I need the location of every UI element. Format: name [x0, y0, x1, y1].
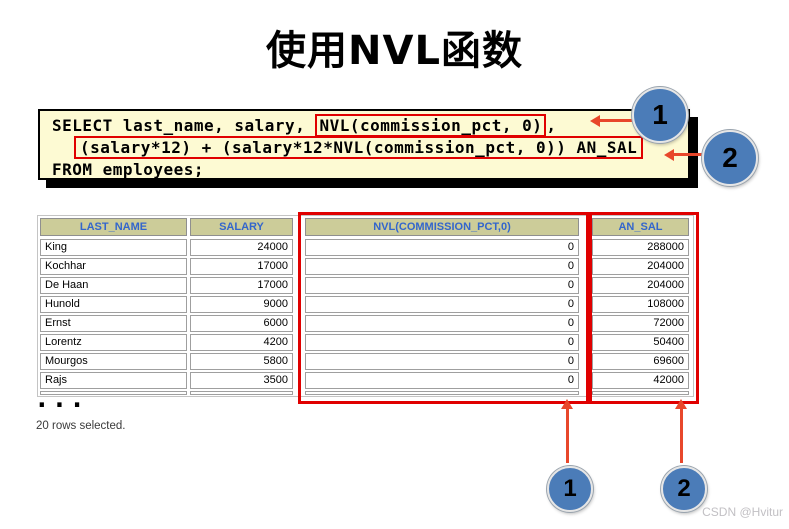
- table-cell-cutoff: [305, 391, 579, 395]
- table-cell: 17000: [190, 258, 293, 275]
- table-cell: 50400: [592, 334, 689, 351]
- sql-line-1: SELECT last_name, salary, NVL(commission…: [52, 114, 688, 137]
- callout-1-bottom: 1: [547, 466, 593, 512]
- table-cell: 0: [305, 315, 579, 332]
- table-cell: 108000: [592, 296, 689, 313]
- column-last-name: LAST_NAME King Kochhar De Haan Hunold Er…: [40, 218, 187, 395]
- sql-line1-pre: SELECT last_name, salary,: [52, 116, 316, 135]
- ellipsis: ...: [34, 384, 87, 414]
- table-cell: 3500: [190, 372, 293, 389]
- arrow-1-tail: [600, 119, 634, 122]
- table-cell-cutoff: [592, 391, 689, 395]
- result-table-outline: [37, 215, 694, 397]
- table-cell: 0: [305, 258, 579, 275]
- callout-2-top: 2: [702, 130, 758, 186]
- column-header-salary: SALARY: [190, 218, 293, 236]
- arrow-2-bottom-tail: [680, 408, 683, 463]
- column-header-an-sal: AN_SAL: [592, 218, 689, 236]
- sql-line-3: FROM employees;: [52, 160, 204, 179]
- table-cell: 69600: [592, 353, 689, 370]
- column-header-last-name: LAST_NAME: [40, 218, 187, 236]
- arrow-2-left-icon: [664, 149, 674, 161]
- table-cell: De Haan: [40, 277, 187, 294]
- column-salary: SALARY 24000 17000 17000 9000 6000 4200 …: [190, 218, 293, 395]
- page-title: 使用NVL函数: [266, 28, 523, 74]
- column-header-nvl: NVL(COMMISSION_PCT,0): [305, 218, 579, 236]
- table-cell: 204000: [592, 277, 689, 294]
- column-nvl: NVL(COMMISSION_PCT,0) 0 0 0 0 0 0 0 0: [305, 218, 579, 395]
- ansal-highlight-box: (salary*12) + (salary*12*NVL(commission_…: [74, 136, 644, 159]
- table-cell: Mourgos: [40, 353, 187, 370]
- table-cell: 204000: [592, 258, 689, 275]
- table-cell: Kochhar: [40, 258, 187, 275]
- table-cell: 5800: [190, 353, 293, 370]
- arrow-2-up-icon: [675, 399, 687, 409]
- table-cell: Rajs: [40, 372, 187, 389]
- table-cell-cutoff: [40, 391, 187, 395]
- table-cell: 42000: [592, 372, 689, 389]
- callout-1-top: 1: [632, 87, 688, 143]
- table-cell: 17000: [190, 277, 293, 294]
- table-cell: 0: [305, 277, 579, 294]
- table-cell: 24000: [190, 239, 293, 256]
- table-cell: 0: [305, 296, 579, 313]
- arrow-1-bottom-tail: [566, 408, 569, 463]
- table-cell-cutoff: [190, 391, 293, 395]
- table-cell: 9000: [190, 296, 293, 313]
- table-cell: 0: [305, 239, 579, 256]
- arrow-1-left-icon: [590, 115, 600, 127]
- rows-selected-status: 20 rows selected.: [36, 420, 126, 432]
- sql-line-2: (salary*12) + (salary*12*NVL(commission_…: [52, 136, 688, 159]
- table-cell: 72000: [592, 315, 689, 332]
- arrow-1-up-icon: [561, 399, 573, 409]
- table-cell: 0: [305, 334, 579, 351]
- watermark: CSDN @Hvitur: [702, 505, 783, 519]
- table-cell: King: [40, 239, 187, 256]
- sql-code-block: SELECT last_name, salary, NVL(commission…: [38, 109, 690, 180]
- table-cell: 0: [305, 372, 579, 389]
- nvl-column-highlight-box: [298, 212, 592, 404]
- table-cell: 0: [305, 353, 579, 370]
- table-cell: 6000: [190, 315, 293, 332]
- table-cell: 288000: [592, 239, 689, 256]
- table-cell: Lorentz: [40, 334, 187, 351]
- nvl-highlight-box: NVL(commission_pct, 0): [315, 114, 547, 137]
- callout-2-bottom: 2: [661, 466, 707, 512]
- column-an-sal: AN_SAL 288000 204000 204000 108000 72000…: [592, 218, 689, 395]
- arrow-2-tail: [674, 153, 704, 156]
- table-cell: 4200: [190, 334, 293, 351]
- table-cell: Ernst: [40, 315, 187, 332]
- table-cell: Hunold: [40, 296, 187, 313]
- sql-line1-post: ,: [546, 116, 557, 135]
- ansal-column-highlight-box: [586, 212, 699, 404]
